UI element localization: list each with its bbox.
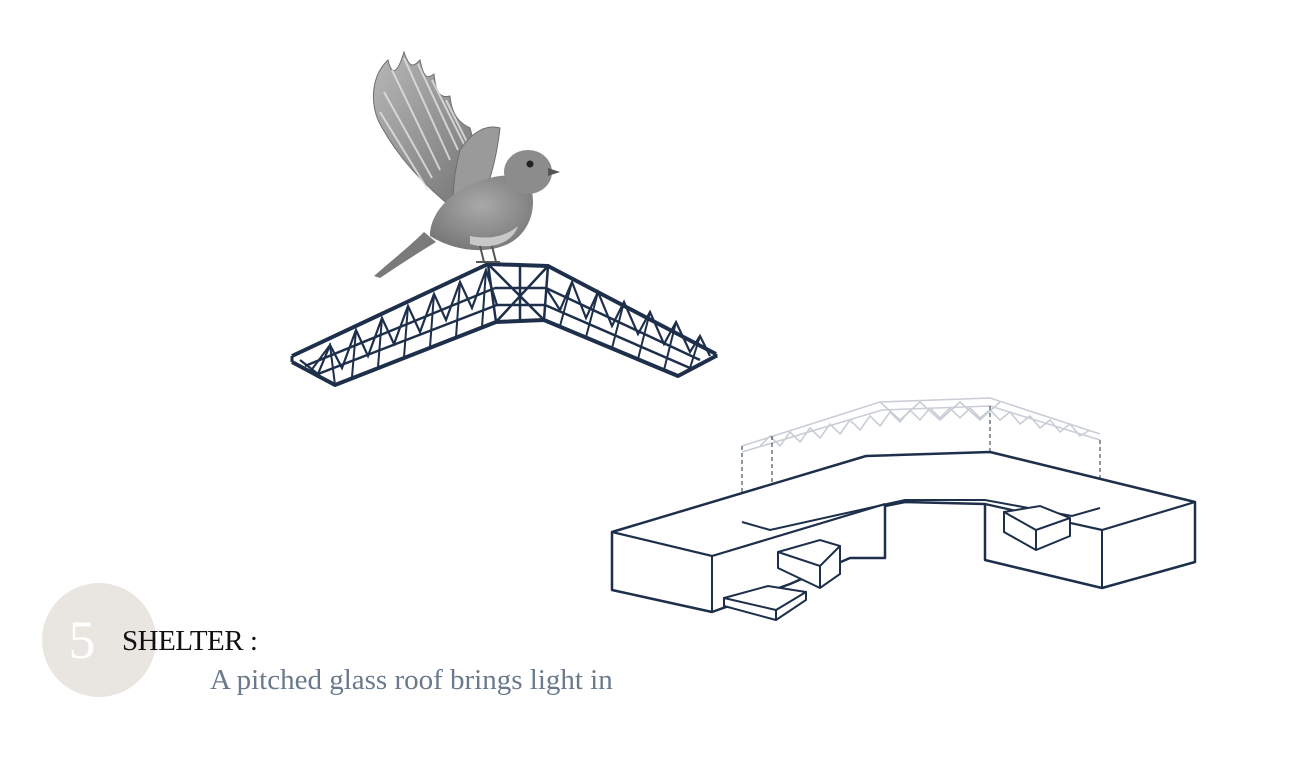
robin-bird-image (372, 50, 560, 278)
step-number: 5 (68, 610, 96, 670)
space-frame-roof (290, 262, 718, 387)
step-number-circle (42, 583, 156, 697)
building-axonometric (610, 397, 1197, 622)
step-subtitle: A pitched glass roof brings light in (210, 664, 613, 696)
ghost-glass-roof (741, 397, 1101, 453)
projection-lines (741, 406, 1101, 520)
step-title: SHELTER : (122, 625, 258, 657)
